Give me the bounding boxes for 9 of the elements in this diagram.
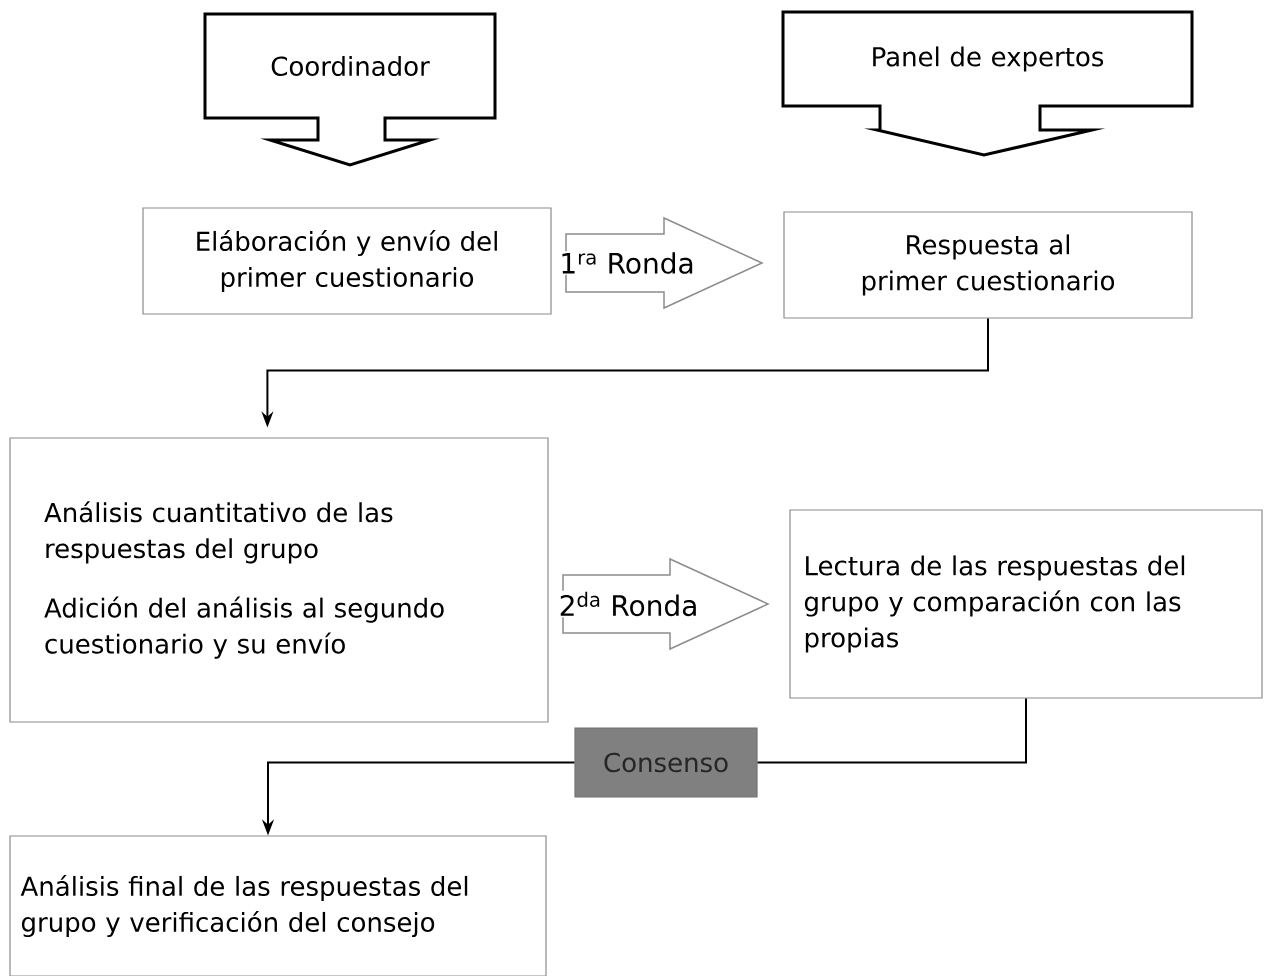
edge-label: 2$^{da}$ Ronda bbox=[557, 590, 700, 618]
process-box: Análisis cuantitativo de las respuestas del grupo Adición del análisis al segundo cuestionario y su envío bbox=[9, 437, 549, 723]
process-box: Eláboración y envío del primer cuestionario bbox=[142, 207, 552, 315]
edge-label: 1$^{ra}$ Ronda bbox=[558, 251, 696, 275]
process-box: Lectura de las respuestas del grupo y comparación con las propias bbox=[789, 509, 1263, 699]
connector-line bbox=[756, 697, 1027, 764]
process-box: Respuesta al primer cuestionario bbox=[783, 211, 1193, 319]
process-box: Análisis final de las respuestas del grupo y verificación del consejo bbox=[9, 835, 547, 976]
consensus-box: Consenso bbox=[574, 727, 758, 798]
